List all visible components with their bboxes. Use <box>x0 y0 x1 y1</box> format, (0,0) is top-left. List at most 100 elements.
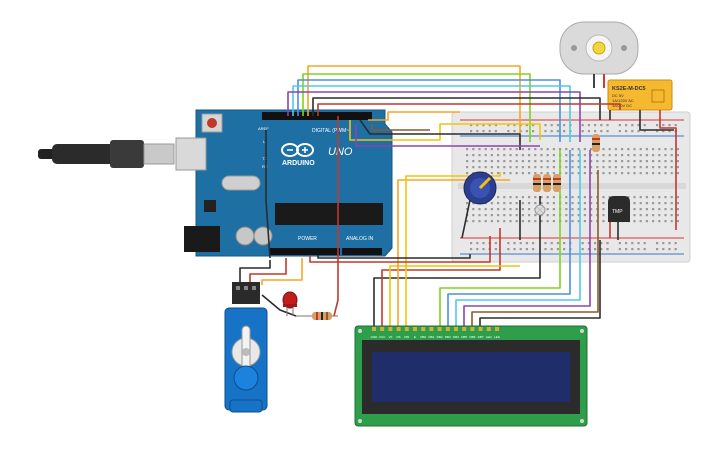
breadboard-rail-hole <box>525 124 528 127</box>
breadboard-hole <box>515 166 518 169</box>
breadboard-hole <box>571 172 574 175</box>
breadboard-hole <box>577 214 580 217</box>
breadboard-hole <box>528 154 531 157</box>
breadboard-hole <box>614 166 617 169</box>
breadboard-hole <box>590 208 593 211</box>
breadboard-hole <box>676 160 679 163</box>
breadboard-hole <box>540 160 543 163</box>
breadboard-rail-hole <box>550 242 553 245</box>
breadboard-rail-hole <box>482 242 485 245</box>
breadboard-hole <box>565 220 568 223</box>
lcd-pin[interactable] <box>372 327 376 331</box>
breadboard-rail-hole <box>600 130 603 133</box>
breadboard-hole <box>490 214 493 217</box>
breadboard-hole <box>515 220 518 223</box>
breadboard-hole <box>639 214 642 217</box>
potentiometer[interactable] <box>463 171 497 205</box>
breadboard-rail-hole <box>656 130 659 133</box>
lcd-pin-label: DB2 <box>437 335 443 339</box>
relay-part-number: KS2E-M-DC5 <box>612 86 646 92</box>
resistor <box>533 174 541 192</box>
breadboard-hole <box>546 208 549 211</box>
breadboard-rail-hole <box>643 248 646 251</box>
lcd-pin[interactable] <box>429 327 434 331</box>
lcd-pin[interactable] <box>396 327 401 331</box>
reset-button[interactable] <box>207 118 217 128</box>
breadboard-hole <box>664 214 667 217</box>
breadboard-rail-hole <box>668 124 671 127</box>
breadboard-rail-hole <box>532 124 535 127</box>
breadboard-hole <box>571 196 574 199</box>
breadboard-hole <box>528 208 531 211</box>
breadboard-rail-hole <box>525 248 528 251</box>
breadboard-hole <box>497 214 500 217</box>
lcd-pin[interactable] <box>380 327 385 331</box>
breadboard-hole <box>546 166 549 169</box>
breadboard-rail-hole <box>563 130 566 133</box>
lcd-pin[interactable] <box>388 327 393 331</box>
breadboard-rail-hole <box>563 242 566 245</box>
lcd-pin[interactable] <box>470 327 475 331</box>
lcd-pin[interactable] <box>421 327 426 331</box>
breadboard-hole <box>497 202 500 205</box>
breadboard-hole <box>552 154 555 157</box>
breadboard-hole <box>652 214 655 217</box>
breadboard-rail-hole <box>494 242 497 245</box>
breadboard-hole <box>509 166 512 169</box>
breadboard-hole <box>490 154 493 157</box>
breadboard-hole <box>577 202 580 205</box>
breadboard-hole <box>608 172 611 175</box>
lcd-pin[interactable] <box>454 327 458 331</box>
lcd-pin[interactable] <box>495 327 499 331</box>
breadboard-rail-hole <box>637 242 640 245</box>
breadboard-rail-hole <box>594 130 597 133</box>
breadboard-hole <box>639 196 642 199</box>
breadboard-hole <box>627 166 630 169</box>
breadboard-hole <box>546 148 549 151</box>
breadboard-rail-hole <box>643 130 646 133</box>
atmega-chip <box>275 203 383 225</box>
breadboard-hole <box>497 172 500 175</box>
breadboard-rail-hole <box>470 242 473 245</box>
lcd-pin[interactable] <box>437 327 442 331</box>
breadboard-hole <box>577 208 580 211</box>
breadboard-hole <box>676 208 679 211</box>
breadboard-hole <box>552 160 555 163</box>
breadboard-rail-hole <box>625 248 628 251</box>
breadboard-hole <box>534 202 537 205</box>
breadboard-rail-hole <box>587 124 590 127</box>
breadboard-rail-hole <box>556 130 559 133</box>
breadboard-rail-hole <box>631 124 634 127</box>
breadboard-hole <box>608 154 611 157</box>
lcd-pin-label: DB0 <box>420 335 426 339</box>
breadboard-hole <box>652 154 655 157</box>
breadboard-hole <box>565 160 568 163</box>
breadboard-rail-hole <box>513 242 516 245</box>
breadboard-rail-hole <box>643 242 646 245</box>
lcd-pin-label: LED <box>486 335 493 339</box>
breadboard-hole <box>645 220 648 223</box>
lcd-pin[interactable] <box>413 327 417 331</box>
breadboard-hole <box>639 220 642 223</box>
breadboard-hole <box>633 208 636 211</box>
breadboard-hole <box>521 214 524 217</box>
breadboard-hole <box>639 154 642 157</box>
breadboard-rail-hole <box>594 242 597 245</box>
lcd-pin[interactable] <box>462 327 467 331</box>
breadboard-hole <box>602 166 605 169</box>
breadboard-rail-hole <box>662 242 665 245</box>
breadboard-hole <box>490 148 493 151</box>
breadboard-hole <box>608 148 611 151</box>
breadboard-hole <box>466 154 469 157</box>
breadboard-hole <box>484 214 487 217</box>
breadboard-rail-hole <box>513 130 516 133</box>
breadboard-hole <box>472 160 475 163</box>
lcd-pin[interactable] <box>404 327 409 331</box>
breadboard-hole <box>645 148 648 151</box>
lcd-pin[interactable] <box>445 327 450 331</box>
lcd-pin[interactable] <box>486 327 491 331</box>
crystal <box>221 175 261 191</box>
breadboard-hole <box>540 172 543 175</box>
lcd-pin[interactable] <box>478 327 483 331</box>
